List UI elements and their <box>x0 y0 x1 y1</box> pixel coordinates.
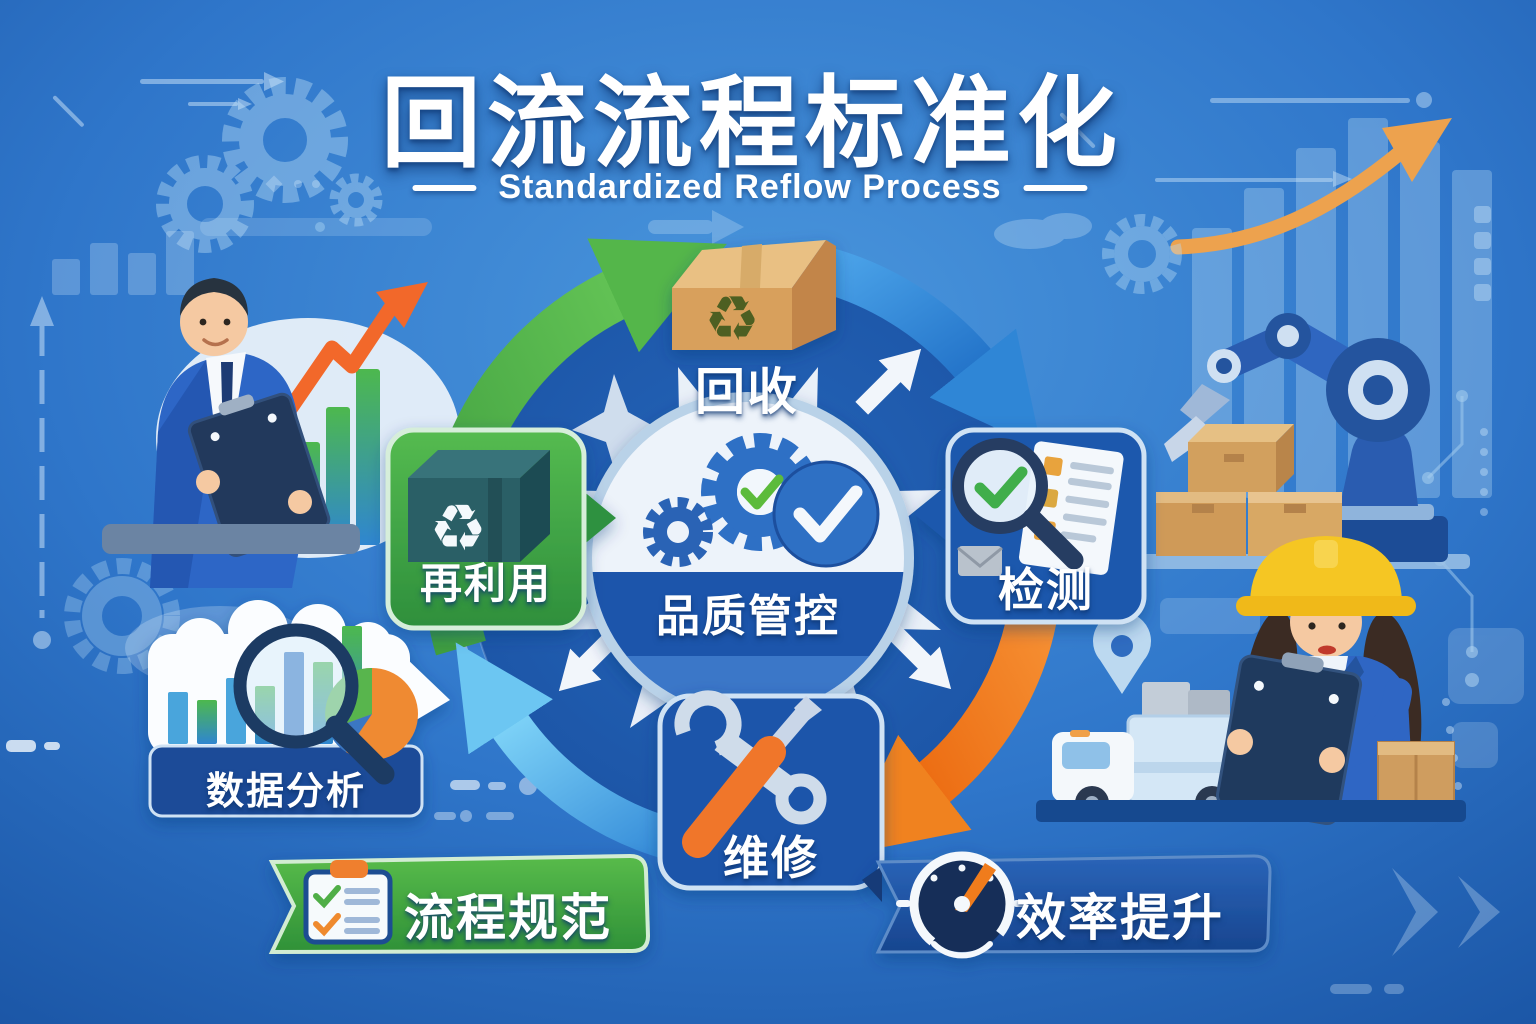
recycle-symbol-icon: ♻ <box>704 285 760 354</box>
businessman-head <box>180 288 248 356</box>
star-arrow <box>572 374 664 482</box>
small-direction-arrows <box>543 333 967 707</box>
arrow-recycle-to-inspect <box>819 247 1042 450</box>
gear-icon <box>1102 214 1182 294</box>
magnifier-check-icon <box>952 438 1084 570</box>
cycle-diagram: ♻ <box>385 238 1147 891</box>
location-pin-icon <box>1092 612 1151 694</box>
reuse-card: ♻ <box>385 427 616 631</box>
cycle-center-hub <box>582 392 914 724</box>
gear-icon <box>156 77 383 253</box>
repair-card <box>657 690 885 891</box>
recycle-cardboard-box-icon: ♻ <box>672 240 836 354</box>
hard-hat-icon <box>1250 536 1402 602</box>
cloud-icon <box>994 213 1092 249</box>
recycle-symbol-icon: ♻ <box>429 492 486 564</box>
magnifier-icon <box>233 623 395 785</box>
data-analysis-card <box>148 600 450 818</box>
thin-arrow-lines <box>52 72 284 127</box>
gripper-tip <box>1164 416 1214 462</box>
female-engineer <box>1215 536 1422 826</box>
green-check-icon <box>740 474 784 510</box>
gauge-icon <box>896 851 1028 959</box>
rising-trend-arrow <box>1170 118 1452 255</box>
process-standard-banner <box>268 853 651 955</box>
circuit-lines <box>1426 396 1474 652</box>
crossed-wrench-screwdriver-icon <box>674 690 827 858</box>
thin-arrow-lines <box>1060 92 1432 187</box>
dots-column <box>1474 206 1491 516</box>
check-circle-badge-icon <box>772 460 880 568</box>
efficiency-banner <box>862 851 1272 959</box>
clipboard-icon <box>187 392 331 557</box>
vertical-measure-arrow <box>30 296 54 649</box>
chevron-deco <box>1330 868 1500 994</box>
shelf <box>1036 800 1466 822</box>
cardboard-box <box>1377 741 1455 805</box>
logistics-scene <box>1036 536 1466 826</box>
dash-marks <box>6 740 537 822</box>
podium <box>102 524 360 554</box>
small-gear-icon <box>643 497 713 567</box>
background-deco-top-left <box>52 72 744 295</box>
envelope-icon <box>958 546 1002 576</box>
center-label-band <box>592 572 904 656</box>
gear-icon <box>64 558 180 674</box>
rounded-rect-deco <box>1160 598 1524 768</box>
reuse-box-recycle-icon: ♻ <box>408 450 550 564</box>
businessman <box>102 278 360 588</box>
businessman-scene <box>102 278 460 588</box>
inspect-card <box>914 427 1147 625</box>
clipboard-checklist-icon <box>303 860 393 945</box>
